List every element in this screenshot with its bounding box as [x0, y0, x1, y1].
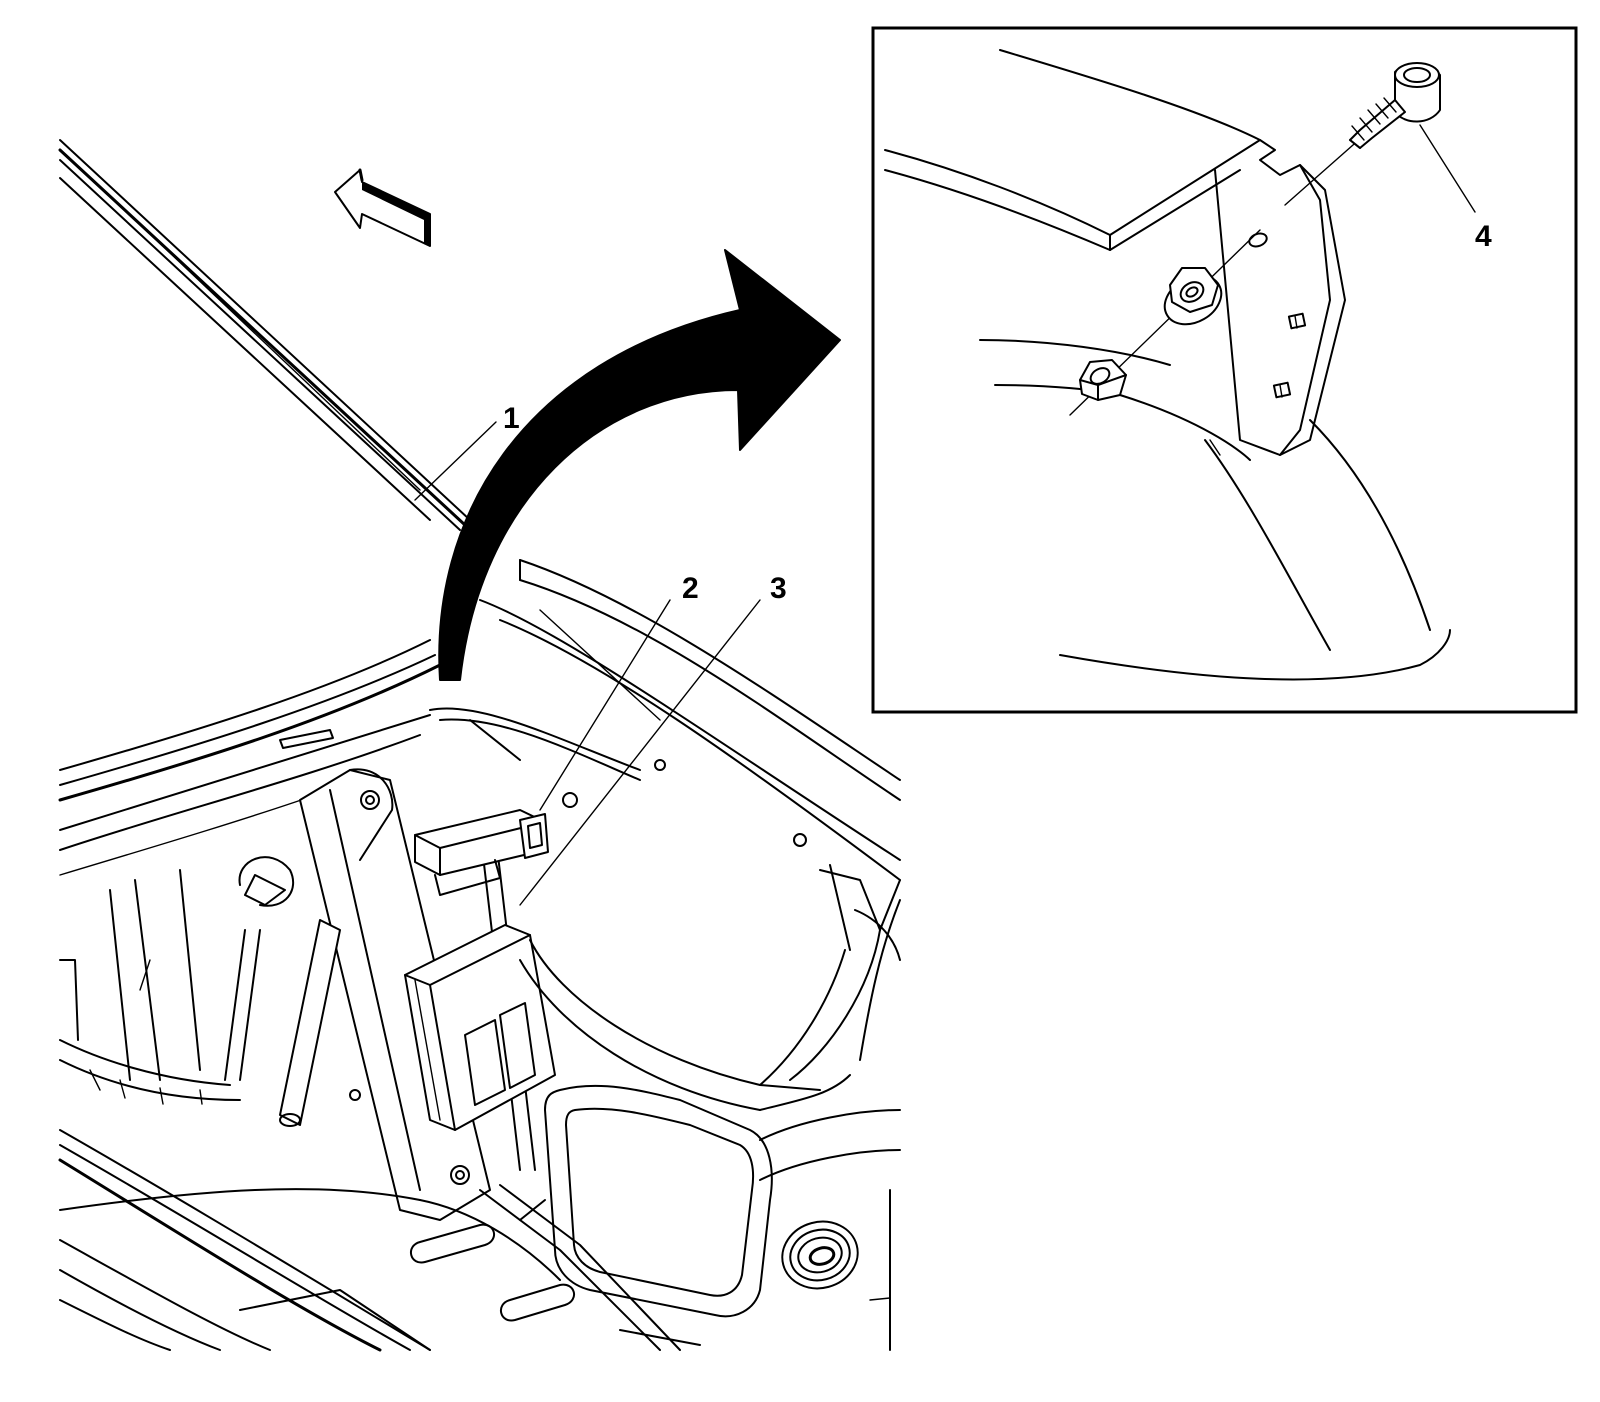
- small-module: [414, 809, 549, 896]
- callout-2: 2: [682, 572, 699, 605]
- callout-3: 3: [770, 572, 787, 605]
- hex-nut: [1079, 359, 1127, 401]
- callout-1: 1: [503, 402, 520, 435]
- main-view: [58, 139, 901, 1352]
- detail-body-contour: [979, 339, 1451, 681]
- leader-line-4: [1419, 124, 1476, 213]
- left-inner-structure: [59, 856, 361, 1127]
- trunk-floor: [58, 1129, 681, 1352]
- callouts: 1 2 3 4: [503, 220, 1492, 605]
- rear-window-edge: [58, 139, 471, 531]
- flange-nut: [1163, 267, 1223, 326]
- detail-view: [871, 26, 1578, 714]
- forward-arrow-icon: [334, 168, 431, 247]
- right-compartment: [519, 864, 901, 1351]
- leader-lines: [414, 421, 761, 906]
- trunk-frame: [58, 639, 442, 876]
- detail-panel: [884, 49, 1346, 456]
- control-module: [404, 924, 556, 1131]
- grommet: [781, 1220, 859, 1290]
- curved-arrow-icon: [438, 249, 841, 681]
- bolt: [1349, 62, 1441, 149]
- detail-frame: [871, 26, 1578, 714]
- callout-4: 4: [1475, 220, 1492, 253]
- upper-rails: [429, 559, 901, 881]
